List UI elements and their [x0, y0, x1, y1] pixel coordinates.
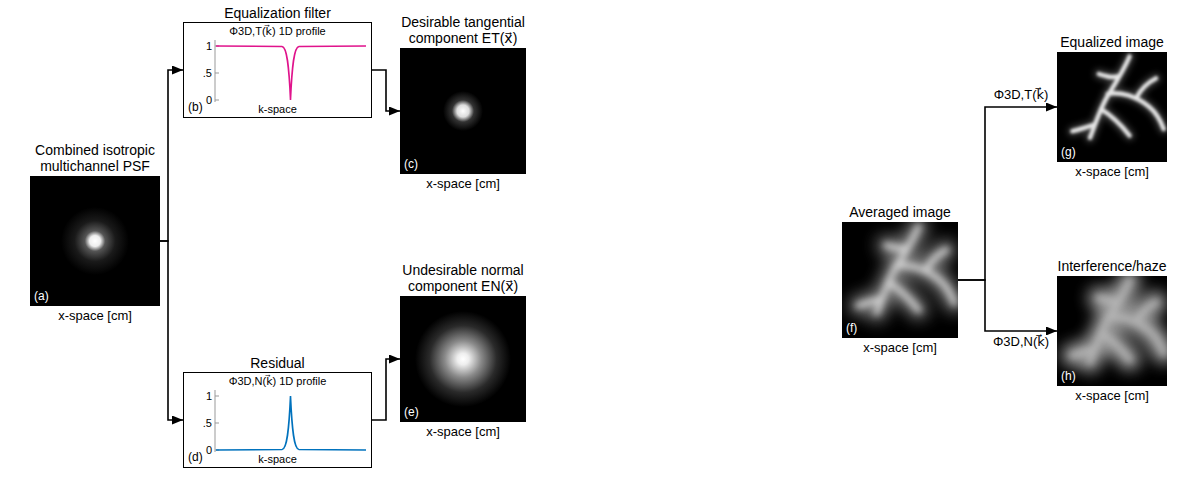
tick-label: 0 [206, 444, 212, 457]
image-ground [1057, 52, 1167, 162]
vessel-haze [1072, 280, 1163, 361]
panel-letter: (e) [404, 406, 419, 420]
image-ground [1057, 276, 1167, 386]
arrow-connector [160, 241, 183, 420]
panel-letter: (f) [846, 322, 857, 336]
arrow-connector [372, 70, 400, 111]
plot-axis [215, 390, 216, 452]
tangential-image [400, 48, 526, 174]
panel-title: Desirable tangential component ET(x⃗) [381, 14, 546, 46]
vessel-tree [1072, 56, 1163, 137]
plot-axis [215, 40, 216, 102]
vessel-haze [858, 227, 954, 313]
axis-label: x-space [cm] [1075, 389, 1149, 404]
psf-spot [61, 207, 129, 275]
arrow-connector [372, 359, 400, 420]
panel-title: Averaged image [849, 204, 951, 220]
edge-label: Φ3D,T(k⃗) [992, 88, 1051, 103]
haze-image [1057, 276, 1167, 386]
tick-label: 1 [206, 40, 212, 53]
vessel-trace [1072, 280, 1163, 361]
panel-letter: (d) [188, 451, 203, 465]
axis-tick [215, 423, 219, 424]
psf-image [30, 176, 160, 306]
image-panel: Desirable tangential component ET(x⃗)(c)… [400, 48, 526, 174]
residual-curve [216, 396, 366, 450]
image-panel: Undesirable normal component EN(x⃗)(e)x-… [400, 296, 526, 422]
panel-title: Residual [250, 355, 304, 371]
vessel-tree [858, 227, 954, 313]
profile-label: Φ3D,T(k⃗) 1D profile [229, 25, 325, 38]
tick-label: .5 [203, 417, 212, 430]
plot-panel: Equalization filterΦ3D,T(k⃗) 1D profile1… [183, 22, 372, 118]
arrow-connector [958, 107, 1057, 280]
equalized-image [1057, 52, 1167, 162]
panel-title: Combined isotropic multichannel PSF [20, 142, 170, 174]
tick-label: 0 [206, 94, 212, 107]
arrow-connector [160, 70, 183, 241]
axis-label: x-space [cm] [426, 177, 500, 192]
normal-spot [415, 311, 511, 407]
axis-label: x-space [cm] [58, 309, 132, 324]
panel-title: Equalized image [1060, 34, 1164, 50]
panel-letter: (g) [1061, 146, 1076, 160]
tick-label: .5 [203, 67, 212, 80]
normal-image [400, 296, 526, 422]
panel-letter: (a) [34, 290, 49, 304]
axis-tick [215, 100, 219, 101]
image-panel: Interference/haze(h)x-space [cm] [1057, 276, 1167, 386]
panel-title: Equalization filter [224, 5, 331, 21]
arrow-connector [958, 280, 1057, 331]
plot-panel: ResidualΦ3D,N(k⃗) 1D profile1.50(d)k-spa… [183, 372, 372, 468]
filter-curve [216, 46, 366, 100]
axis-label: x-space [cm] [1075, 165, 1149, 180]
profile-label: Φ3D,N(k⃗) 1D profile [229, 375, 327, 388]
image-panel: Averaged image(f)x-space [cm] [842, 222, 958, 338]
axis-tick [215, 73, 219, 74]
averaged-image [842, 222, 958, 338]
vessel-glow [1072, 56, 1163, 137]
image-panel: Equalized image(g)x-space [cm] [1057, 52, 1167, 162]
tangential-spot [443, 91, 483, 131]
panel-letter: (b) [188, 101, 203, 115]
axis-label: x-space [cm] [863, 341, 937, 356]
axis-label: k-space [258, 103, 297, 116]
panel-letter: (h) [1061, 370, 1076, 384]
image-ground [842, 222, 958, 338]
panel-letter: (c) [404, 158, 418, 172]
panel-title: Interference/haze [1058, 258, 1167, 274]
axis-tick [215, 396, 219, 397]
edge-label: Φ3D,N(k⃗) [991, 335, 1051, 350]
panel-title: Undesirable normal component EN(x⃗) [381, 262, 546, 294]
image-panel: Combined isotropic multichannel PSF(a)x-… [30, 176, 160, 306]
axis-label: k-space [258, 453, 297, 466]
axis-label: x-space [cm] [426, 425, 500, 440]
tick-label: 1 [206, 390, 212, 403]
